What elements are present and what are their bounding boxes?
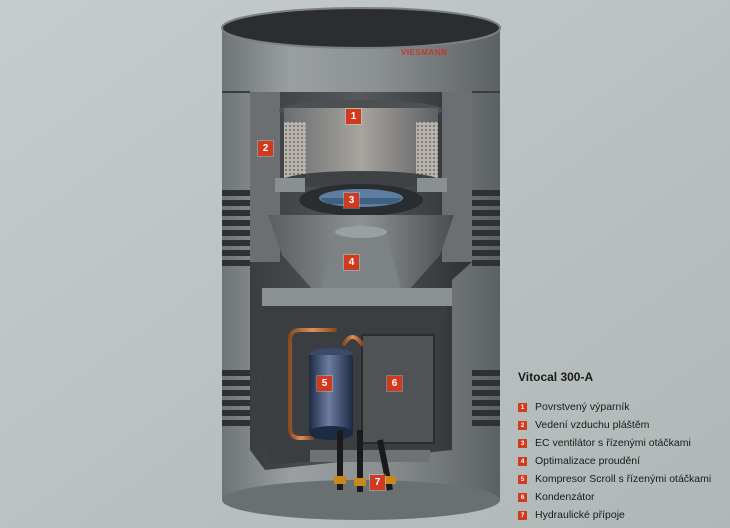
ribbed-rings-lower <box>222 370 500 426</box>
marker-1: 1 <box>346 109 361 124</box>
legend-number-badge: 6 <box>518 493 527 502</box>
legend-number-badge: 7 <box>518 511 527 520</box>
legend-number-badge: 5 <box>518 475 527 484</box>
marker-3: 3 <box>344 193 359 208</box>
legend-item: 2 Vedení vzduchu pláštěm <box>518 418 723 433</box>
viessmann-logo: VIESMANN <box>401 48 448 57</box>
legend-label: Kompresor Scroll s řízenými otáčkami <box>535 473 712 485</box>
marker-4: 4 <box>344 255 359 270</box>
legend-number-badge: 3 <box>518 439 527 448</box>
legend-label: Hydraulické přípoje <box>535 509 625 521</box>
legend-list: 1 Povrstvený výparník 2 Vedení vzduchu p… <box>518 400 723 523</box>
legend-item: 5 Kompresor Scroll s řízenými otáčkami <box>518 472 723 487</box>
ribbed-rings-upper <box>222 190 500 266</box>
legend-label: Vedení vzduchu pláštěm <box>535 419 650 431</box>
top-lid <box>222 8 500 48</box>
legend-item: 4 Optimalizace proudění <box>518 454 723 469</box>
scroll-compressor <box>309 348 353 440</box>
legend-number-badge: 4 <box>518 457 527 466</box>
legend-item: 1 Povrstvený výparník <box>518 400 723 415</box>
evaporator-coil <box>284 108 438 180</box>
legend-item: 3 EC ventilátor s řízenými otáčkami <box>518 436 723 451</box>
legend-label: Optimalizace proudění <box>535 455 641 467</box>
legend-number-badge: 2 <box>518 421 527 430</box>
hydraulic-connections <box>310 430 430 492</box>
marker-5: 5 <box>317 376 332 391</box>
air-duct-insulation-left <box>250 92 280 262</box>
legend: Vitocal 300-A 1 Povrstvený výparník 2 Ve… <box>518 370 723 526</box>
ec-fan <box>275 178 447 216</box>
bottom-rim <box>222 480 500 520</box>
marker-6: 6 <box>387 376 402 391</box>
legend-label: EC ventilátor s řízenými otáčkami <box>535 437 691 449</box>
legend-title: Vitocal 300-A <box>518 370 594 384</box>
legend-item: 7 Hydraulické přípoje <box>518 508 723 523</box>
legend-label: Povrstvený výparník <box>535 401 630 413</box>
marker-7: 7 <box>370 475 385 490</box>
legend-item: 6 Kondenzátor <box>518 490 723 505</box>
legend-number-badge: 1 <box>518 403 527 412</box>
air-duct-insulation-right <box>442 92 472 262</box>
legend-label: Kondenzátor <box>535 491 595 503</box>
marker-2: 2 <box>258 141 273 156</box>
